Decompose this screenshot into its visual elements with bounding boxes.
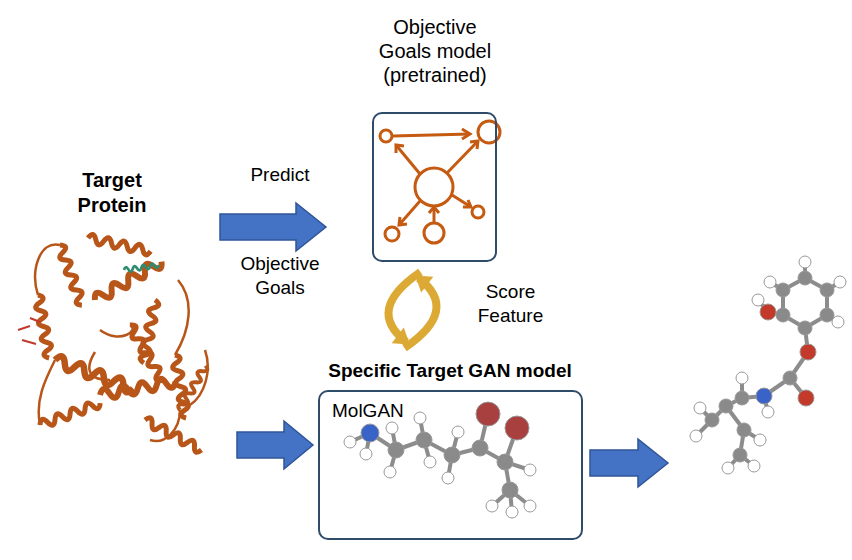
text-label: Target Protein bbox=[57, 168, 167, 218]
arrow-head bbox=[392, 327, 410, 344]
edge-label: Score Feature bbox=[469, 280, 553, 328]
node-heading: Objective Goals model (pretrained) bbox=[370, 15, 500, 87]
model-node: Objective Goals model (pretrained) bbox=[360, 15, 510, 262]
molecule-atoms bbox=[690, 256, 846, 474]
ligand-bits bbox=[18, 318, 40, 344]
molecule-bonds bbox=[696, 262, 840, 468]
model-box: MolGAN bbox=[318, 390, 583, 540]
arrow-head bbox=[415, 276, 433, 293]
text-label: Predict bbox=[230, 163, 330, 187]
graph-icon bbox=[380, 121, 500, 243]
model-node: Specific Target GAN modelMolGAN bbox=[300, 360, 600, 540]
block-arrow bbox=[590, 439, 668, 487]
molecule-bonds bbox=[350, 414, 530, 512]
node-heading: Specific Target GAN model bbox=[300, 360, 600, 383]
text-label: Objective Goals bbox=[230, 252, 330, 300]
protein-helix bbox=[124, 263, 160, 273]
block-arrow bbox=[237, 421, 313, 469]
protein-ribbon bbox=[34, 234, 209, 454]
box-text: MolGAN bbox=[320, 392, 416, 431]
cycle-connector bbox=[389, 272, 437, 348]
model-box bbox=[372, 112, 497, 262]
block-arrow bbox=[220, 203, 326, 251]
